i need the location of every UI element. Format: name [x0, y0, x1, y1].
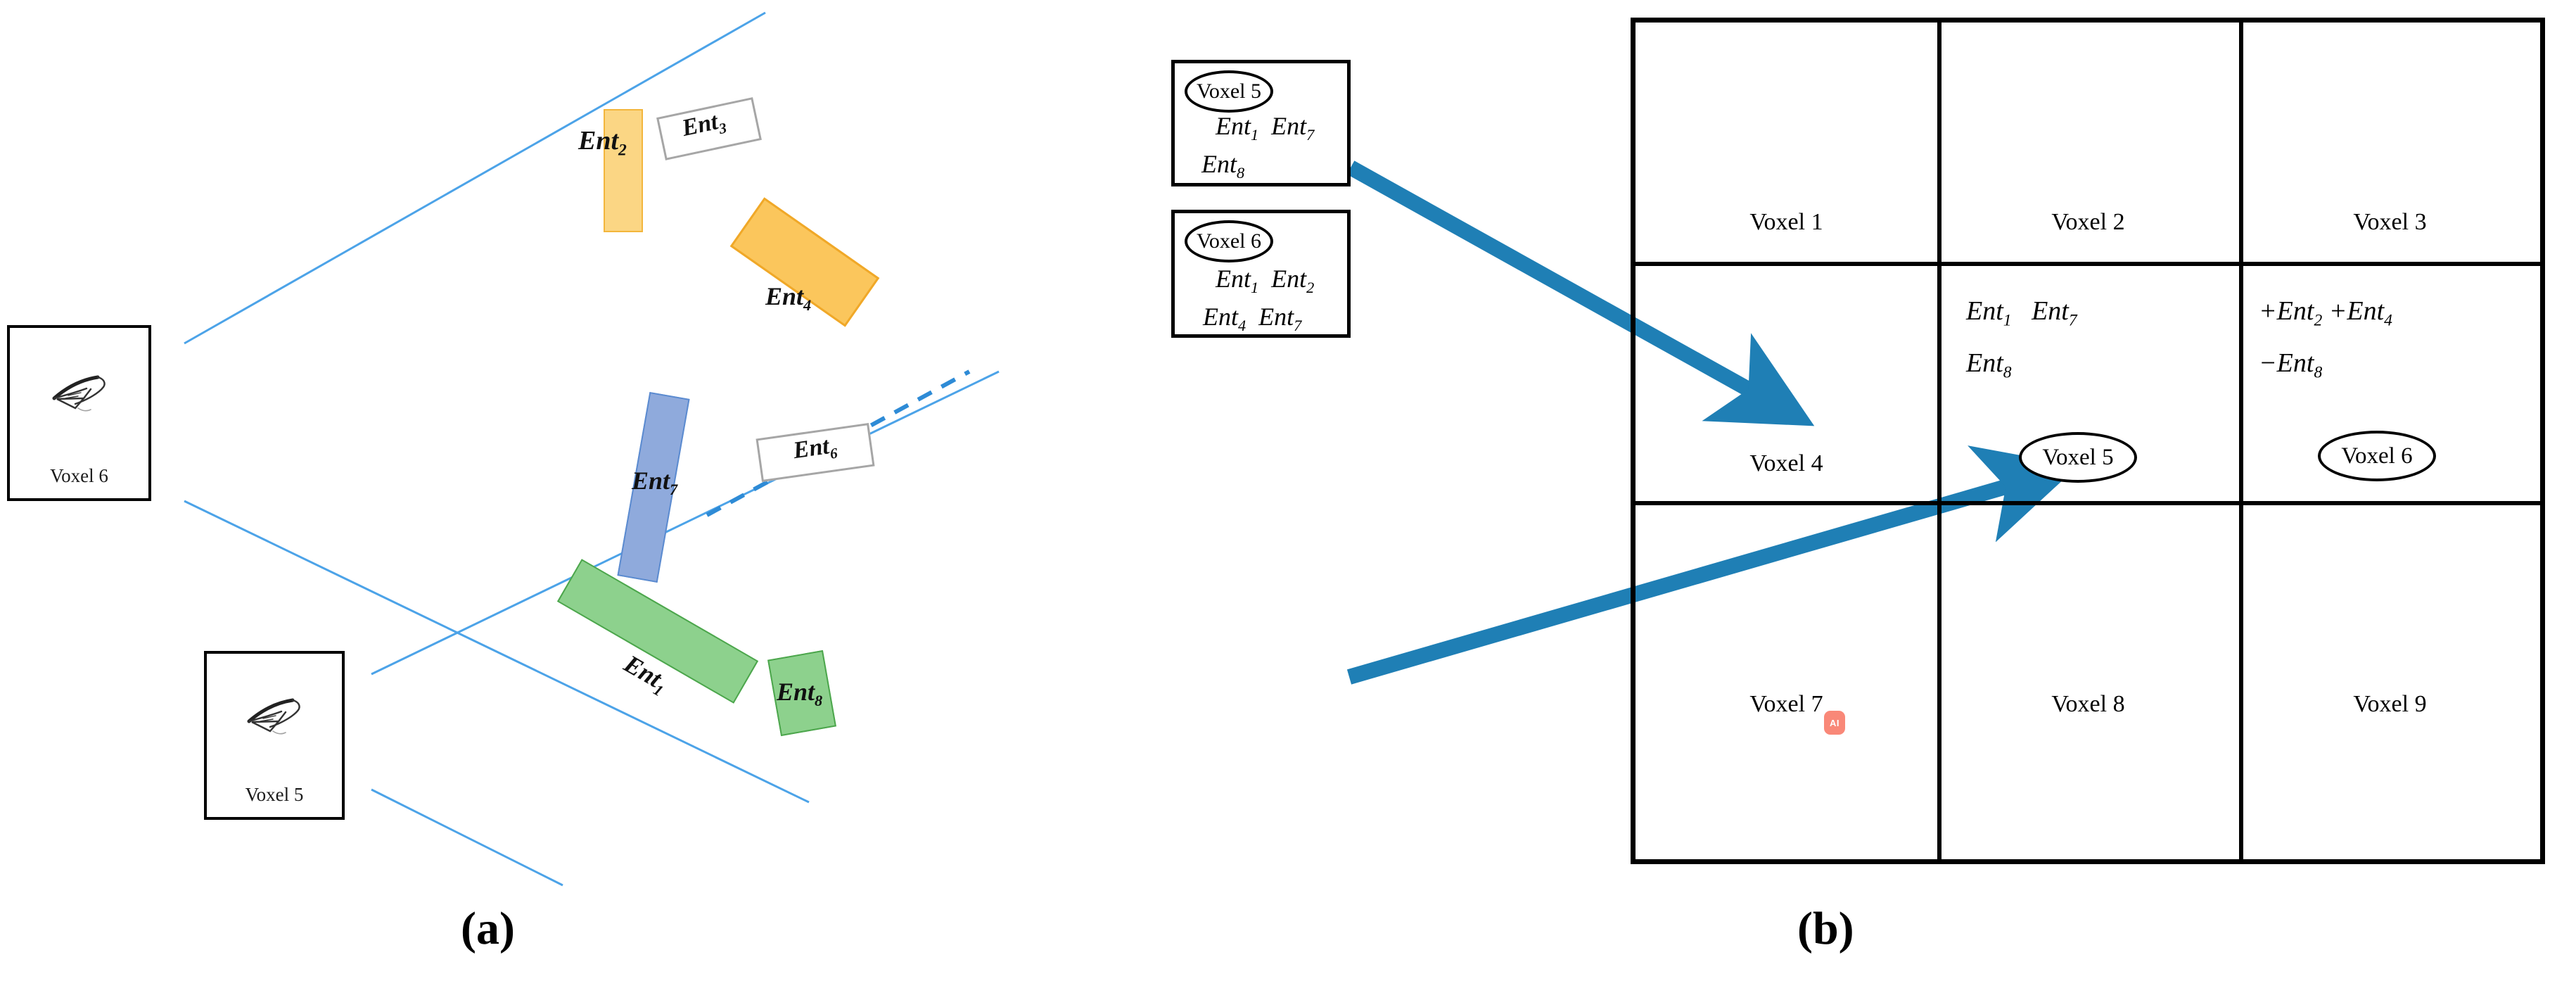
voxel-5-camera-label: Voxel 5 — [245, 784, 304, 805]
grid-cell-r2c3-row-2: −Ent8 — [2259, 348, 2322, 383]
m-sub: 2 — [2314, 311, 2323, 330]
voxel-5-source-tag: Voxel 5 — [1185, 70, 1273, 113]
m-sub: 8 — [2003, 363, 2012, 382]
m-sub: 2 — [1306, 279, 1315, 297]
ent2-base: Ent — [578, 126, 619, 156]
fov-line-v6-lower — [184, 500, 810, 804]
sight-line-dashed — [706, 369, 971, 517]
bird-sketch-icon — [52, 375, 106, 412]
m-sub: 7 — [1294, 317, 1302, 335]
panel-b-caption: (b) — [1797, 903, 1854, 954]
ai-watermark-badge: AI — [1824, 711, 1845, 735]
m-sign: + — [2328, 296, 2347, 326]
entity-label-ent8: Ent8 — [777, 677, 822, 710]
m-base: Ent — [2347, 296, 2385, 326]
grid-cell-voxel-3[interactable]: Voxel 3 — [2353, 209, 2427, 235]
m-base: Ent — [2032, 296, 2069, 326]
grid-cell-voxel-1[interactable]: Voxel 1 — [1749, 209, 1823, 235]
ent4-base: Ent — [765, 282, 804, 310]
entity-shape-ent2[interactable] — [604, 109, 643, 232]
ent2-sub: 2 — [618, 141, 627, 160]
voxel-6-source[interactable]: Voxel 6 Ent1 Ent2 Ent4 Ent7 — [1171, 210, 1351, 338]
m-sub: 1 — [1251, 279, 1259, 297]
voxel-5-camera[interactable]: Voxel 5 — [204, 651, 345, 820]
m-sub: 1 — [1251, 126, 1259, 144]
ent4-sub: 4 — [803, 296, 812, 315]
m-sub: 8 — [2314, 363, 2323, 382]
arrow-voxel5-to-cell — [1346, 160, 1815, 426]
voxel-grid: Voxel 1 Voxel 2 Voxel 3 Voxel 4 Ent1 Ent… — [1631, 18, 2545, 864]
ent6-base: Ent — [791, 433, 831, 464]
entity-label-ent4: Ent4 — [765, 281, 811, 315]
grid-cell-voxel-9[interactable]: Voxel 9 — [2353, 691, 2427, 717]
grid-divider-v2 — [2239, 23, 2243, 859]
voxel-6-source-tag: Voxel 6 — [1185, 220, 1273, 262]
voxel-6-source-row-2: Ent4 Ent7 — [1203, 302, 1301, 335]
m-base: Ent — [1258, 303, 1294, 331]
m-base: Ent — [1271, 112, 1307, 140]
grid-cell-r2c3-tag: Voxel 6 — [2318, 431, 2436, 481]
panel-a: Voxel 6 Voxel 5 Ent2 — [0, 0, 1055, 988]
ai-badge-text: AI — [1830, 717, 1839, 728]
m-base: Ent — [1966, 296, 2003, 326]
fov-line-v5-upper — [371, 370, 1000, 676]
m-base: Ent — [1216, 265, 1251, 293]
grid-cell-r2c2-row-1: Ent1 Ent7 — [1966, 296, 2077, 331]
panel-b: Voxel 5 Ent1 Ent7 Ent8 Voxel 6 Ent1 Ent2… — [1055, 0, 2576, 988]
grid-cell-r2c2-row-2: Ent8 — [1966, 348, 2012, 383]
arrow-voxel6-to-cell — [1346, 445, 2079, 685]
grid-cell-voxel-7[interactable]: Voxel 7 — [1749, 691, 1823, 717]
grid-cell-r2c3-row-1: +Ent2 +Ent4 — [2259, 296, 2392, 331]
panel-a-fov-lines — [184, 11, 1000, 887]
m-sub: 8 — [1237, 164, 1245, 182]
m-sub: 4 — [1238, 317, 1246, 335]
ent7-base: Ent — [632, 467, 670, 495]
voxel-5-source[interactable]: Voxel 5 Ent1 Ent7 Ent8 — [1171, 60, 1351, 186]
voxel-6-camera[interactable]: Voxel 6 — [7, 325, 151, 501]
voxel-6-camera-label: Voxel 6 — [50, 465, 108, 486]
grid-divider-v1 — [1937, 23, 1941, 859]
m-sub: 7 — [2068, 311, 2077, 330]
ent7-sub: 7 — [670, 481, 678, 499]
grid-cell-r2c2-tag: Voxel 5 — [2019, 432, 2137, 483]
m-base: Ent — [1216, 112, 1251, 140]
m-sub: 1 — [2003, 311, 2012, 330]
voxel-5-source-row-1: Ent1 Ent7 — [1216, 111, 1314, 144]
m-base: Ent — [1203, 303, 1238, 331]
bird-sketch-icon — [247, 698, 300, 735]
m-sign: − — [2259, 348, 2277, 378]
grid-cell-voxel-2[interactable]: Voxel 2 — [2051, 209, 2125, 235]
ent8-sub: 8 — [815, 692, 823, 710]
panel-a-caption: (a) — [461, 903, 515, 954]
panel-b-arrows — [1346, 160, 2079, 685]
m-base: Ent — [1966, 348, 2003, 378]
fov-line-v6-upper — [184, 11, 766, 345]
m-base: Ent — [2276, 296, 2314, 326]
voxel-6-source-row-1: Ent1 Ent2 — [1216, 264, 1314, 297]
m-base: Ent — [1201, 150, 1237, 178]
voxel-5-source-row-2: Ent8 — [1201, 149, 1244, 182]
m-sign: + — [2259, 296, 2277, 326]
ent8-base: Ent — [777, 678, 815, 706]
entity-label-ent7: Ent7 — [632, 466, 677, 499]
m-sub: 7 — [1306, 126, 1315, 144]
grid-cell-voxel-8[interactable]: Voxel 8 — [2051, 691, 2125, 717]
m-base: Ent — [2276, 348, 2314, 378]
grid-cell-voxel-4[interactable]: Voxel 4 — [1749, 450, 1823, 476]
grid-divider-h1 — [1635, 262, 2540, 266]
m-sub: 4 — [2384, 311, 2392, 330]
fov-line-v5-lower — [371, 788, 563, 887]
entity-label-ent2: Ent2 — [578, 125, 627, 160]
m-base: Ent — [1271, 265, 1307, 293]
grid-divider-h2 — [1635, 501, 2540, 505]
entity-label-ent6: Ent6 — [791, 432, 839, 468]
